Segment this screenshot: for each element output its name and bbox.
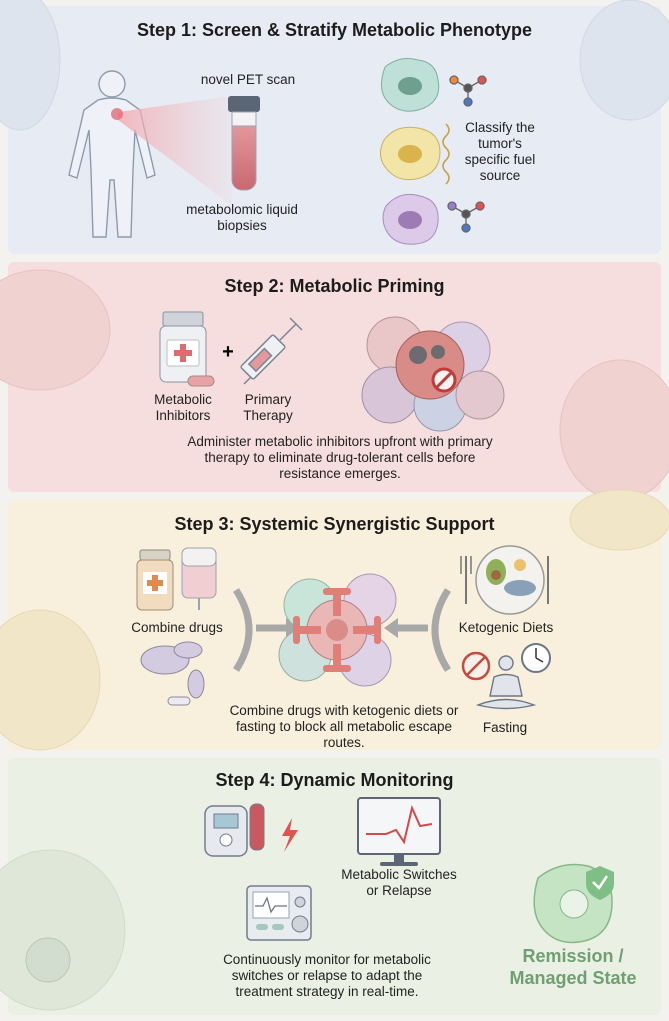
step2-description: Administer metabolic inhibitors upfront … (187, 434, 493, 481)
arrow-icon (431, 588, 451, 672)
step4-title: Step 4: Dynamic Monitoring (215, 770, 454, 790)
tumor-cluster-icon (278, 573, 397, 687)
bg-cell-icon (559, 359, 669, 501)
iv-bag-icon (181, 547, 217, 610)
bg-cell-icon (569, 489, 669, 551)
step2-panel (8, 262, 661, 492)
molecule-icon (449, 75, 487, 107)
molecule-icon (447, 201, 485, 233)
shield-check-icon (586, 866, 614, 900)
pills-icon (140, 641, 205, 706)
pill-bottle-icon (136, 549, 174, 611)
classify-label: Classify the tumor's specific fuel sourc… (464, 120, 536, 183)
step3-description: Combine drugs with ketogenic diets or fa… (229, 703, 459, 750)
bg-cell-nucleus-icon (25, 937, 71, 983)
tumor-cell-icon (382, 193, 439, 245)
blood-monitor-icon (204, 803, 265, 857)
no-food-icon (461, 651, 491, 681)
step3-title: Step 3: Systemic Synergistic Support (174, 514, 495, 534)
tumor-cell-icon (380, 126, 441, 181)
pet-scan-label: novel PET scan (200, 72, 296, 87)
plus-sign: + (222, 341, 234, 363)
control-panel-icon (246, 885, 312, 941)
remission-label: Remission / Managed State (509, 946, 637, 988)
food-plate-icon (460, 545, 549, 615)
fasting-label: Fasting (482, 720, 528, 735)
meditation-icon (475, 655, 537, 710)
arrow-icon (384, 618, 398, 638)
bg-cell-icon (0, 0, 61, 131)
bg-cell-icon (0, 609, 101, 751)
combine-drugs-label: Combine drugs (131, 620, 223, 635)
syringe-icon (240, 317, 303, 385)
human-figure-icon (68, 70, 156, 238)
arrow-icon (233, 588, 253, 672)
clock-icon (521, 643, 551, 673)
tumor-cell-icon (380, 58, 440, 112)
primary-therapy-label: Primary Therapy (243, 392, 293, 423)
switches-label: Metabolic Switches or Relapse (341, 867, 457, 898)
molecule-icon (442, 123, 450, 185)
biopsy-label: metabolomic liquid biopsies (186, 202, 298, 233)
tumor-spot-icon (111, 108, 123, 120)
scan-beam-icon (118, 96, 232, 206)
bg-cell-icon (0, 849, 126, 1011)
bg-cell-icon (0, 269, 111, 391)
step4-description: Continuously monitor for metabolic switc… (223, 952, 431, 999)
bg-cell-icon (579, 0, 669, 121)
pill-bottle-icon (159, 311, 215, 387)
test-tube-icon (228, 96, 260, 191)
lightning-icon (282, 818, 298, 852)
step2-title: Step 2: Metabolic Priming (224, 276, 445, 296)
ketogenic-label: Ketogenic Diets (458, 620, 554, 635)
computer-monitor-icon (357, 797, 441, 866)
inhibitors-label: Metabolic Inhibitors (154, 392, 212, 423)
tumor-cluster-icon (361, 316, 505, 432)
step1-title: Step 1: Screen & Stratify Metabolic Phen… (136, 20, 533, 40)
